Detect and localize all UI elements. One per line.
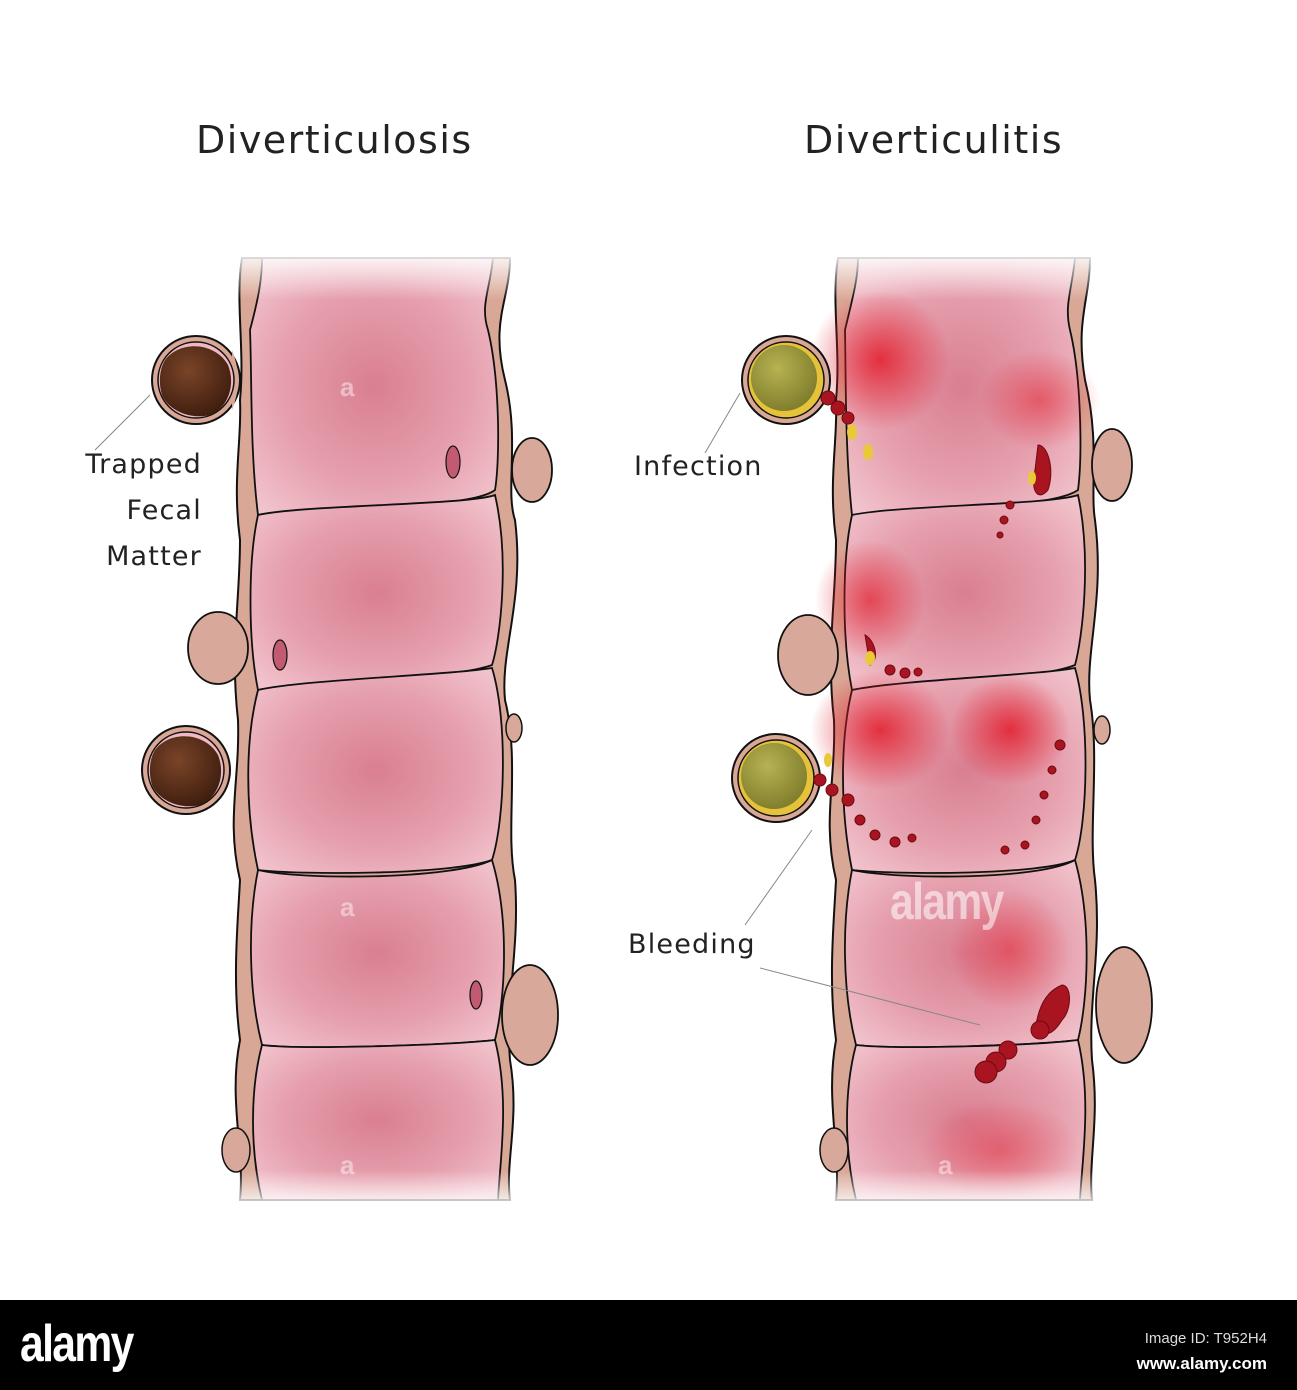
label-trapped-line2: Fecal xyxy=(126,495,202,526)
leader-line-infection xyxy=(704,392,741,454)
watermark-letter: a xyxy=(340,372,355,402)
label-infection: Infection xyxy=(634,451,763,482)
bleeding-marks xyxy=(813,390,1070,1084)
label-bleeding: Bleeding xyxy=(628,929,756,960)
watermark-alamy: alamy xyxy=(890,873,1004,931)
watermark-letter: a xyxy=(340,892,355,922)
diverticulum-fecal-top xyxy=(151,335,241,425)
label-trapped-line1: Trapped xyxy=(85,449,202,480)
watermark-letter: a xyxy=(938,1150,953,1180)
colon-illustrations xyxy=(94,250,1153,1210)
leader-line-bleeding-upper xyxy=(744,829,813,926)
image-id: Image ID: T952H4 xyxy=(1144,1330,1267,1347)
colon-right xyxy=(704,250,1153,1210)
title-diverticulosis: Diverticulosis xyxy=(196,118,473,162)
title-diverticulitis: Diverticulitis xyxy=(804,118,1064,162)
leader-line-bleeding-lower xyxy=(759,967,981,1026)
leader-line-trapped xyxy=(94,394,151,451)
colon-left xyxy=(94,250,559,1210)
alamy-logo: alamy xyxy=(20,1315,134,1373)
pus-marks xyxy=(824,424,1036,767)
label-trapped-fecal-matter: Trapped Fecal Matter xyxy=(52,442,202,580)
label-trapped-line3: Matter xyxy=(106,541,202,572)
footer-bar: alamy Image ID: T952H4 www.alamy.com xyxy=(0,1300,1297,1390)
diverticulum-infected-top xyxy=(741,335,831,425)
diverticulum-empty xyxy=(187,611,249,685)
diverticulum-infected-bottom xyxy=(731,733,821,823)
diverticulum-fecal-bottom xyxy=(141,725,231,815)
watermark-letter: a xyxy=(340,1150,355,1180)
alamy-url[interactable]: www.alamy.com xyxy=(1136,1354,1267,1373)
